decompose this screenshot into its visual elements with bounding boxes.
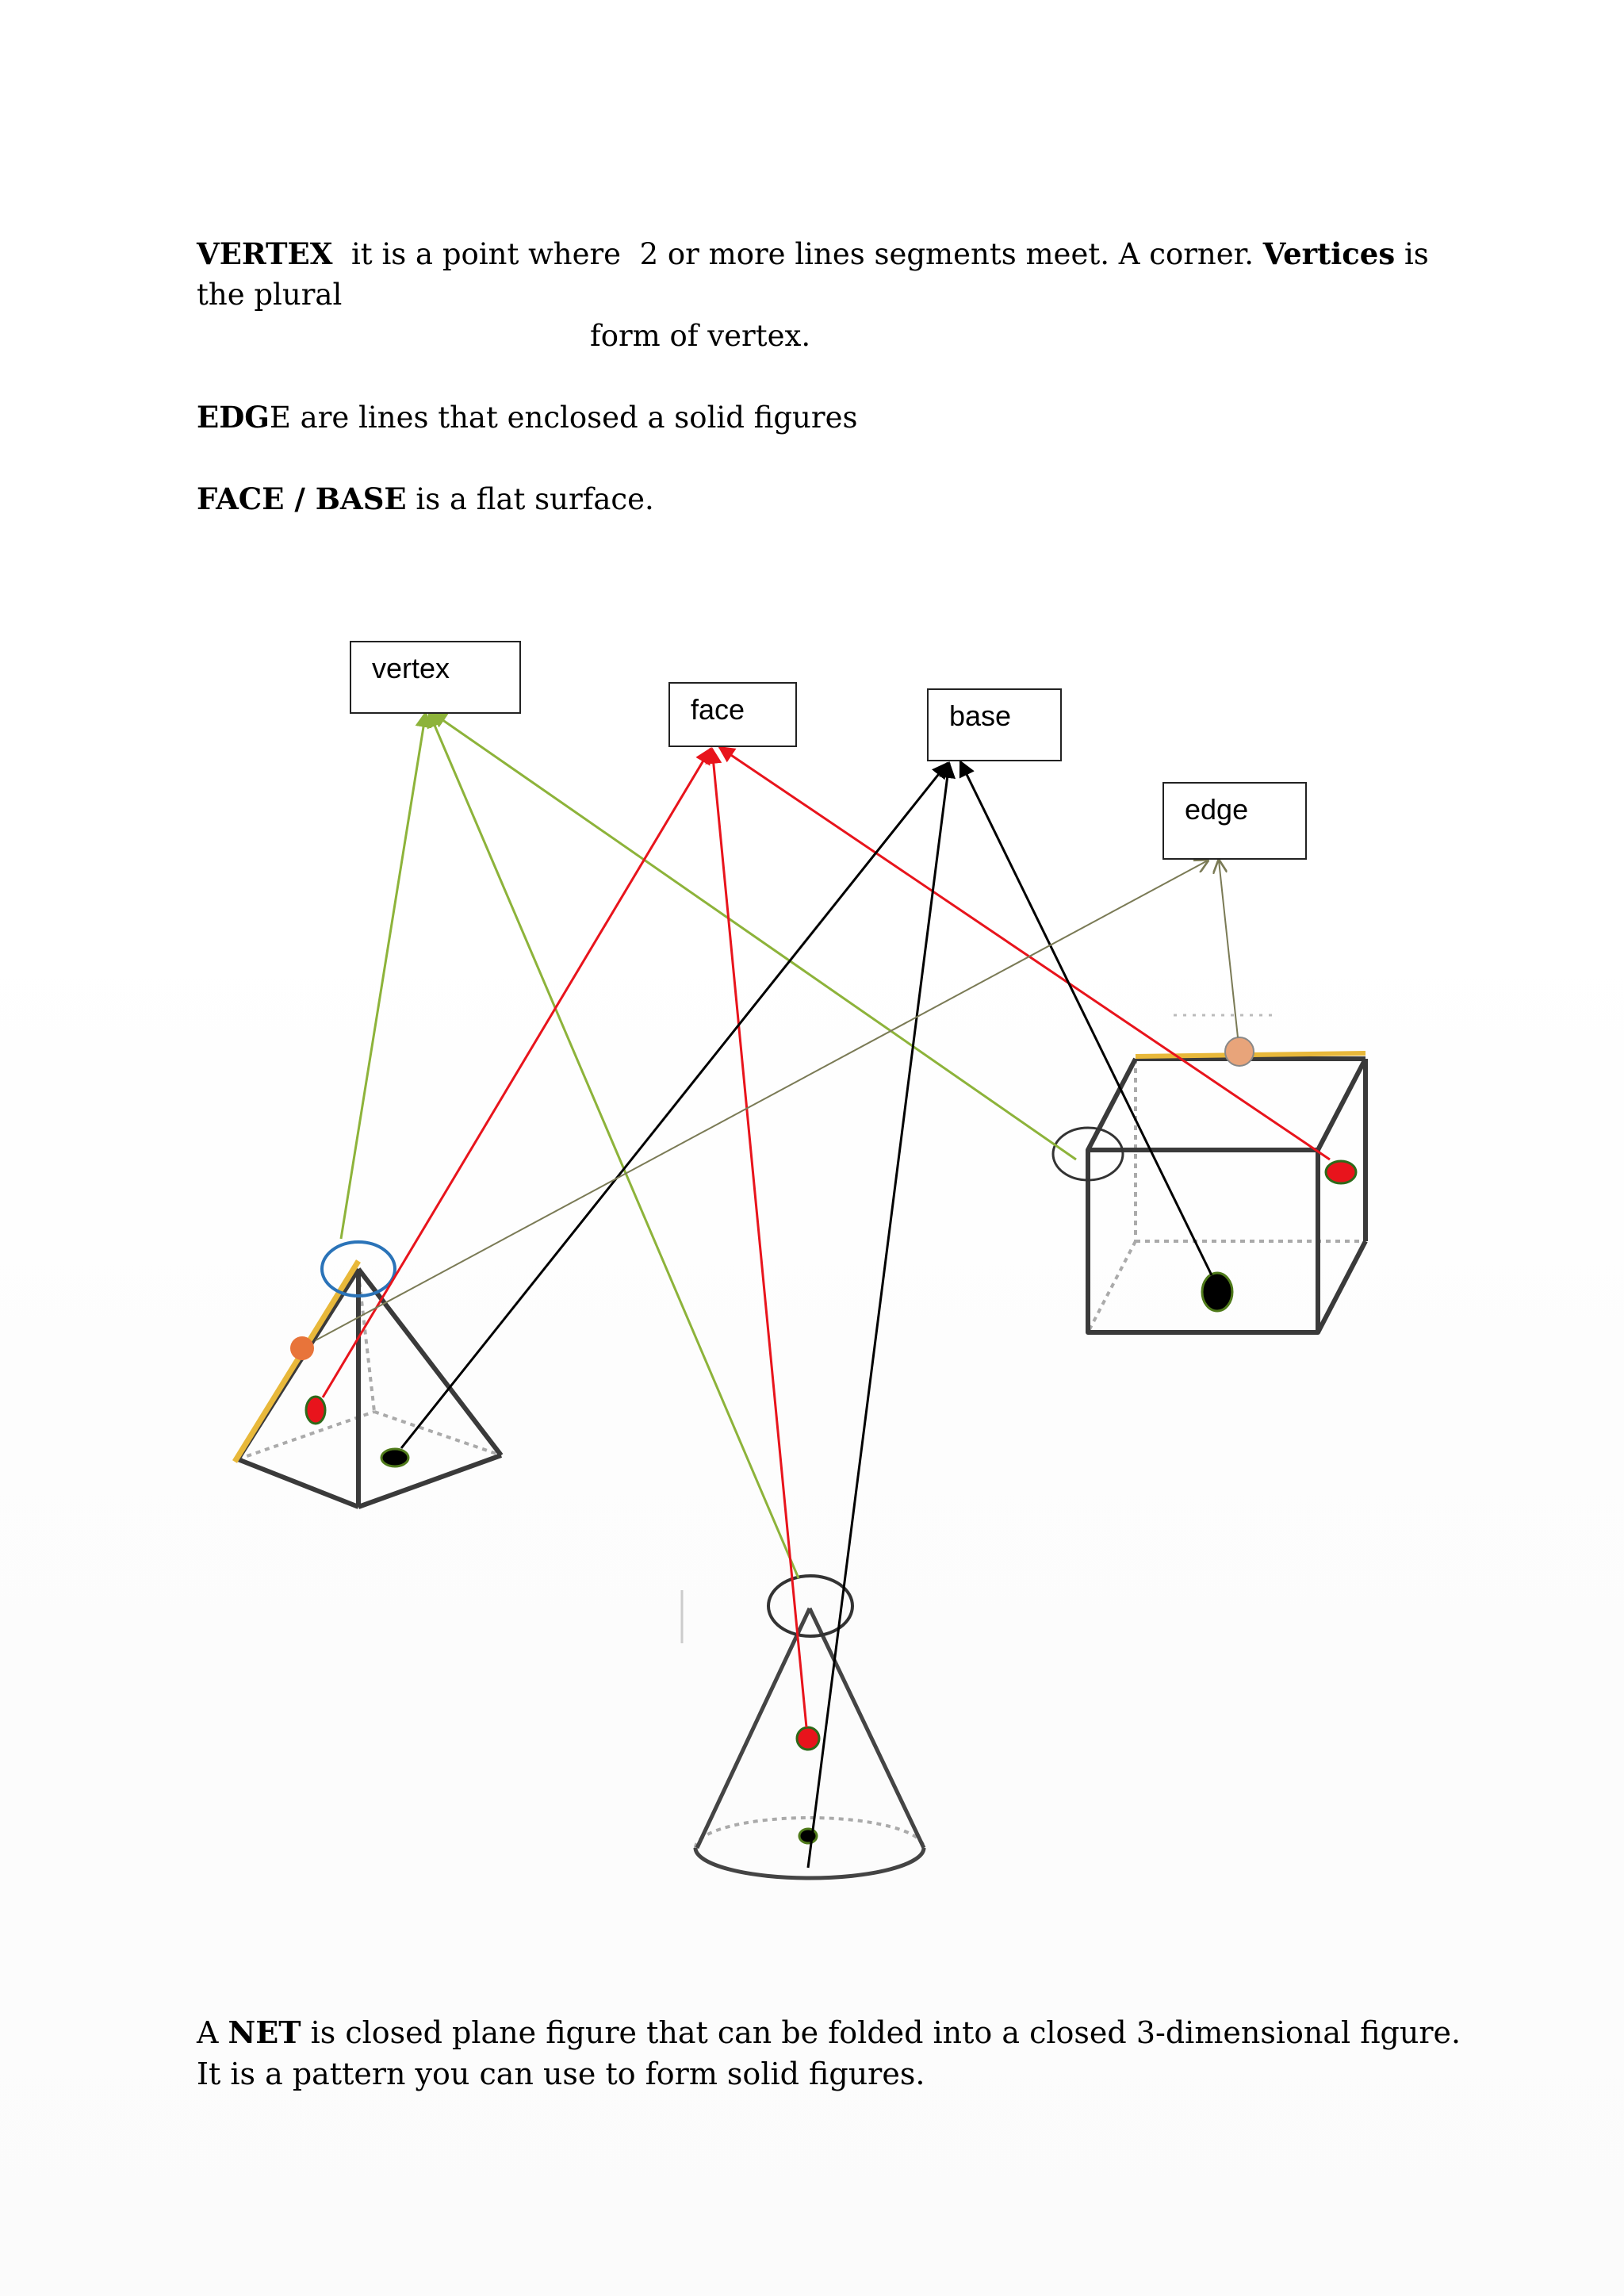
vertex-definition-text: it is a point where 2 or more lines segm… bbox=[332, 237, 1263, 271]
cone-figure bbox=[680, 1574, 926, 1880]
net-prefix: A bbox=[197, 2015, 228, 2050]
edge-term-rest: E bbox=[269, 401, 291, 435]
edge-label-box: edge bbox=[1162, 782, 1307, 860]
edge-definition-text: are lines that enclosed a solid figures bbox=[290, 401, 858, 435]
vertex-definition-tail: is bbox=[1395, 237, 1429, 271]
vertex-arrows bbox=[339, 710, 1077, 1579]
net-definition-line-1: A NET is closed plane figure that can be… bbox=[197, 2012, 1461, 2053]
face-label-box: face bbox=[668, 682, 797, 747]
face-arrows bbox=[321, 746, 1331, 1728]
cube-figure bbox=[1051, 1014, 1368, 1335]
base-arrows bbox=[400, 760, 1213, 1869]
vertex-label-box: vertex bbox=[350, 641, 521, 714]
vertices-term: Vertices bbox=[1262, 236, 1396, 271]
vertex-term: VERTEX bbox=[197, 236, 333, 271]
edge-arrows bbox=[315, 861, 1239, 1341]
vertex-definition-line-1: VERTEX it is a point where 2 or more lin… bbox=[197, 233, 1429, 275]
edge-definition: EDGE are lines that enclosed a solid fig… bbox=[197, 397, 857, 439]
face-base-term: FACE / BASE bbox=[197, 481, 407, 516]
vertex-definition-line-3: form of vertex. bbox=[590, 319, 811, 353]
net-term: NET bbox=[228, 2014, 301, 2050]
net-definition-line-2: It is a pattern you can use to form soli… bbox=[197, 2056, 925, 2091]
edge-term-bold: EDG bbox=[197, 400, 270, 435]
face-base-definition-text: is a flat surface. bbox=[406, 482, 654, 516]
face-base-definition: FACE / BASE is a flat surface. bbox=[197, 478, 654, 520]
vertex-definition-line-2: the plural bbox=[197, 278, 343, 312]
net-definition-text: is closed plane figure that can be folde… bbox=[301, 2015, 1461, 2050]
base-label-box: base bbox=[927, 688, 1062, 761]
square-pyramid-figure bbox=[232, 1240, 504, 1509]
